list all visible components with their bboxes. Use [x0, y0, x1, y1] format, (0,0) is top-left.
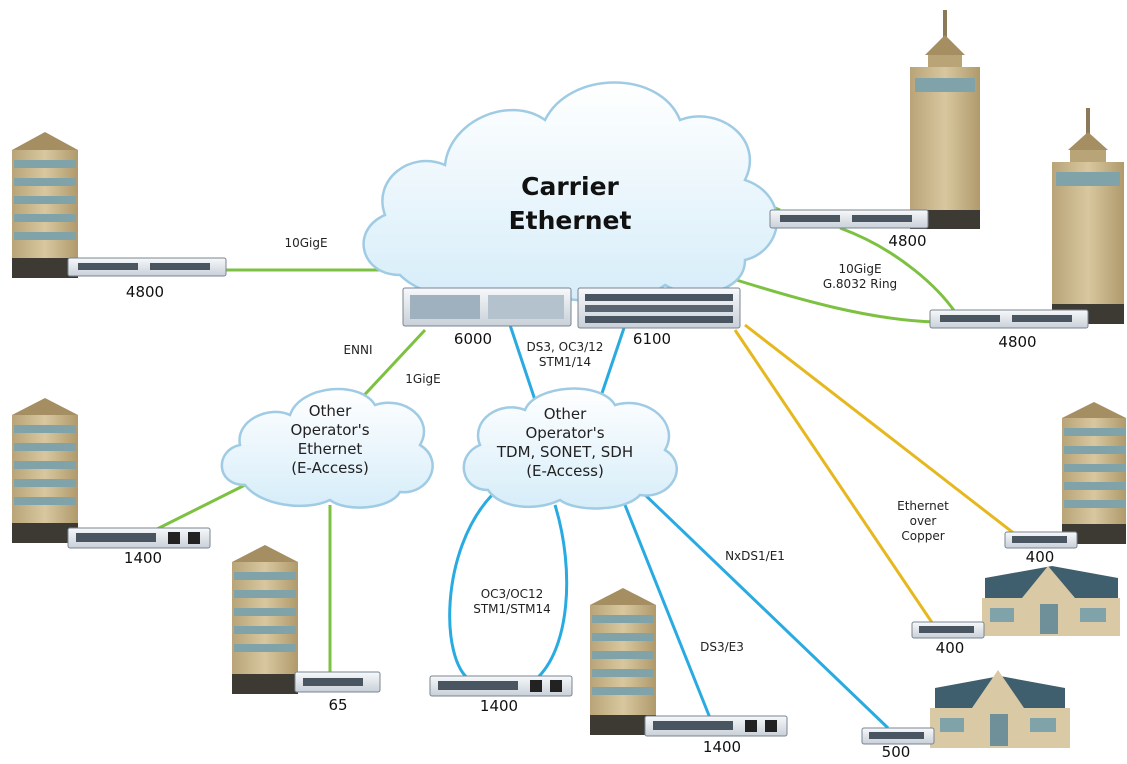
other-tdm-line3: TDM, SONET, SDH: [496, 443, 634, 461]
link-label-ethernet-over-copper: Ethernet over Copper: [893, 499, 953, 544]
device-500: [861, 727, 935, 745]
device-4800-top-right: [769, 209, 929, 229]
carrier-cloud-line2: Ethernet: [508, 206, 632, 235]
device-label-6000: 6000: [453, 330, 493, 348]
link-copper-400-lower: [733, 329, 937, 628]
device-label-500: 500: [881, 743, 911, 761]
device-400-right: [1004, 531, 1078, 549]
link-6000-tdm: [508, 324, 537, 401]
link-oc-right: [534, 504, 569, 682]
device-label-400-lower: 400: [935, 639, 965, 657]
link-label-ds3e3: DS3/E3: [700, 640, 744, 654]
device-label-4800-right: 4800: [998, 333, 1037, 351]
links-layer: [154, 190, 1021, 730]
device-6000: [402, 287, 572, 327]
link-label-ds3: DS3, OC3/12 STM1/14: [515, 340, 615, 370]
device-label-65: 65: [328, 696, 348, 714]
link-ds3e3: [623, 504, 712, 719]
link-label-ring-line1: 10GigE: [838, 262, 882, 276]
link-label-ring-line2: G.8032 Ring: [822, 277, 898, 291]
link-label-eoc-line1: Ethernet: [897, 499, 949, 513]
link-label-oc: OC3/OC12 STM1/STM14: [462, 587, 562, 617]
device-label-400-right: 400: [1025, 548, 1055, 566]
device-label-4800-top-right: 4800: [888, 232, 927, 250]
link-1400-ethernet-cloud: [154, 483, 246, 532]
building-house-upper: [982, 566, 1120, 636]
link-label-eoc-line3: Copper: [901, 529, 945, 543]
other-ethernet-line3: Ethernet: [297, 440, 363, 458]
other-tdm-cloud-text: Other Operator's TDM, SONET, SDH (E-Acce…: [480, 405, 650, 481]
device-1400-mid: [429, 675, 573, 697]
link-ring-1: [839, 226, 957, 313]
device-65: [294, 671, 381, 693]
building-skyscraper-right: [1052, 108, 1124, 324]
device-label-6100: 6100: [632, 330, 672, 348]
other-ethernet-cloud-text: Other Operator's Ethernet (E-Access): [255, 402, 405, 478]
other-ethernet-line1: Other: [308, 402, 352, 420]
link-enni: [353, 328, 427, 407]
link-label-oc-line2: STM1/STM14: [473, 602, 551, 616]
link-label-ds3-line1: DS3, OC3/12: [526, 340, 604, 354]
link-ring-2: [729, 276, 936, 324]
other-tdm-line1: Other: [543, 405, 587, 423]
building-office-bottom: [590, 588, 656, 735]
building-office-65: [232, 545, 298, 694]
building-office-left-top: [12, 132, 78, 278]
link-6100-tdm: [596, 324, 627, 406]
link-label-nxds1: NxDS1/E1: [725, 549, 785, 563]
link-oc-left: [448, 493, 494, 682]
other-ethernet-line2: Operator's: [290, 421, 370, 439]
device-4800-left: [67, 257, 227, 277]
device-4800-right: [929, 309, 1089, 329]
link-label-ring: 10GigE G.8032 Ring: [810, 262, 910, 292]
link-copper-400-right: [744, 323, 1021, 540]
link-nxds1: [638, 488, 890, 730]
device-400-lower: [911, 621, 985, 639]
other-tdm-line4: (E-Access): [526, 462, 604, 480]
building-skyscraper-top-right: [910, 10, 980, 229]
device-label-1400-left: 1400: [123, 549, 163, 567]
carrier-cloud-line1: Carrier: [521, 172, 619, 201]
other-ethernet-line4: (E-Access): [291, 459, 369, 477]
link-label-ds3-line2: STM1/14: [538, 355, 592, 369]
link-label-1gige: 1GigE: [405, 372, 441, 386]
device-1400-bottom: [644, 715, 788, 737]
device-1400-left: [67, 527, 211, 549]
link-copper-500: [740, 335, 900, 500]
building-office-left-mid: [12, 398, 78, 543]
link-label-oc-line1: OC3/OC12: [480, 587, 544, 601]
link-label-10gige-left: 10GigE: [284, 236, 328, 250]
link-label-eoc-line2: over: [909, 514, 937, 528]
link-label-enni: ENNI: [343, 343, 373, 357]
device-label-1400-bottom: 1400: [702, 738, 742, 756]
building-office-right: [1062, 402, 1126, 544]
device-label-1400-mid: 1400: [479, 697, 519, 715]
building-house-lower: [930, 670, 1070, 748]
device-label-4800-left: 4800: [125, 283, 165, 301]
other-tdm-line2: Operator's: [525, 424, 605, 442]
carrier-cloud-title: Carrier Ethernet: [470, 170, 670, 238]
device-6100: [577, 287, 741, 329]
other-ethernet-cloud: [220, 387, 434, 509]
other-tdm-cloud: [462, 387, 678, 510]
